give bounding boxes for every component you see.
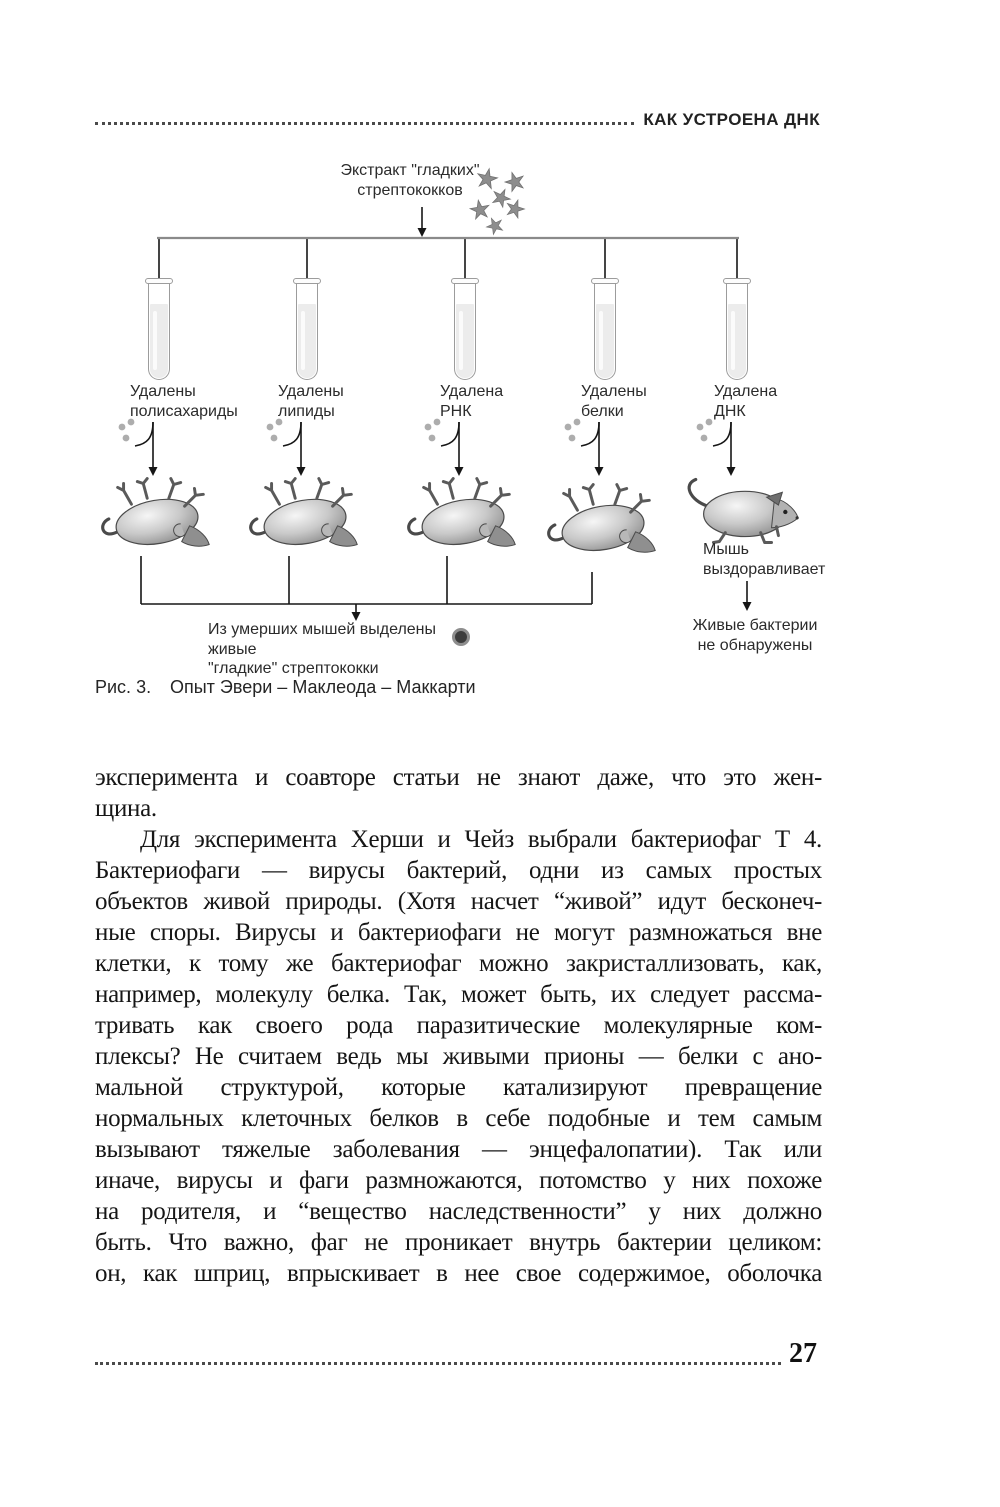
body-text-line: щина.	[95, 795, 157, 822]
chapter-title: КАК УСТРОЕНА ДНК	[643, 110, 820, 129]
dead-mouse-icon	[101, 477, 210, 547]
tube-label-1: Удалены полисахариды	[130, 383, 238, 420]
running-head: КАК УСТРОЕНА ДНК	[95, 110, 820, 130]
test-tube-5	[723, 278, 751, 380]
dead-mouse-icon	[547, 483, 657, 558]
body-text-line: нормальных клеточных белков в себе подоб…	[95, 1105, 822, 1132]
test-tube-4	[591, 278, 619, 380]
body-text-line: например, молекулу белка. Так, может быт…	[95, 981, 822, 1008]
bacteria-colony-icon	[452, 628, 470, 646]
tube-label-4: Удалены белки	[581, 383, 647, 420]
figure-number: Рис. 3.	[95, 677, 152, 697]
figure-connector-lines	[118, 207, 752, 621]
footer: 27	[95, 1338, 817, 1370]
extract-label-line1: Экстракт "гладких"	[340, 162, 480, 179]
body-text: эксперимента и соавторе статьи не знают …	[95, 762, 822, 1289]
tube-label-2: Удалены липиды	[278, 383, 344, 420]
body-text-line: клетки, к тому же бактериофаг можно закр…	[95, 950, 822, 977]
body-text-line: Для эксперимента Херши и Чейз выбрали ба…	[140, 826, 822, 853]
dead-mouse-icon	[249, 477, 359, 552]
body-text-line: вызывают тяжелые заболевания — энцефалоп…	[95, 1136, 822, 1163]
body-text-line: иначе, вирусы и фаги размножаются, потом…	[95, 1167, 822, 1194]
dead-mouse-icon	[407, 477, 517, 552]
page-number: 27	[789, 1338, 817, 1369]
tube-label-3: Удалена РНК	[440, 383, 504, 420]
figure-caption: Опыт Эвери – Маклеода – Маккарти	[170, 677, 476, 697]
test-tube-3	[451, 278, 479, 380]
header-dotted-rule	[95, 122, 635, 125]
recovered-mouse-icon	[687, 477, 799, 544]
body-text-line: объектов живой природы. (Хотя насчет “жи…	[95, 888, 822, 915]
footer-dotted-rule	[95, 1362, 781, 1365]
tube-label-5: Удалена ДНК	[714, 383, 778, 420]
body-text-line: плексы? Не считаем ведь мы живыми прионы…	[95, 1043, 822, 1070]
mouse-recovers-label: Мышь выздоравливает	[703, 541, 826, 578]
body-text-line: Бактериофаги — вирусы бактерий, одни из …	[95, 857, 822, 884]
body-text-line: тривать как своего рода паразитические м…	[95, 1012, 822, 1039]
body-text-line: мальной структурой, которые катализируют…	[95, 1074, 822, 1101]
body-text-line: эксперимента и соавторе статьи не знают …	[95, 764, 822, 791]
alive-bacteria-result-label: Живые бактерии не обнаружены	[692, 617, 818, 654]
body-text-line: ные споры. Вирусы и бактериофаги не могу…	[95, 919, 822, 946]
body-text-line: быть. Что важно, фаг не проникает внутрь…	[95, 1229, 822, 1256]
body-text-line: он, как шприц, впрыскивает в нее свое со…	[95, 1260, 822, 1287]
body-text-line: на родителя, и “вещество наследственност…	[95, 1198, 822, 1225]
test-tube-2	[293, 278, 321, 380]
dead-mice-result-label: Из умерших мышей выделены живые "гладкие…	[208, 621, 437, 677]
test-tube-1	[145, 278, 173, 380]
extract-label: Экстракт "гладких" стрептококков	[315, 161, 505, 200]
extract-label-line2: стрептококков	[357, 181, 463, 199]
